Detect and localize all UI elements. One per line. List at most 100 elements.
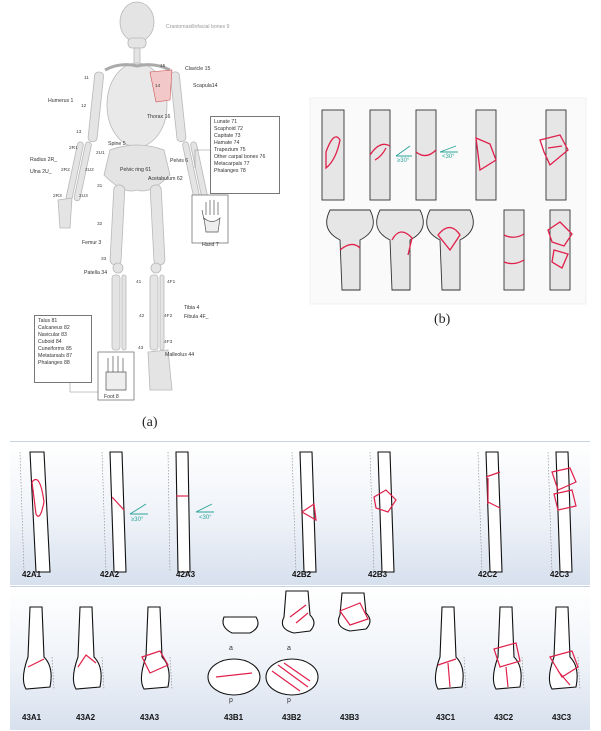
hand-list-item: Phalanges 78 [214,168,246,174]
label-foot: Foot 8 [104,394,119,400]
foot-list-item: Metatarsals 87 [38,353,73,359]
scapula-highlight [149,69,173,103]
code-4F3: 4F3 [164,340,173,345]
skull [119,1,155,43]
code-15: 15 [160,64,166,69]
angle-ge30-label-row: ≥30° [131,517,144,523]
bone-43C2 [492,606,525,690]
code-2R2: 2R2 [61,168,70,173]
label-42C2: 42C2 [478,570,498,579]
bone-42C3 [547,451,577,573]
label-43A1: 43A1 [22,713,42,722]
row-42-panel: .bn { fill:#ffffff; stroke:#111; stroke-… [10,441,590,585]
code-32: 32 [97,222,103,227]
ap-p-2: p [287,697,291,704]
label-ulna: Ulna 2U_ [30,169,52,175]
code-4F1: 4F1 [167,280,176,285]
label-42C3: 42C3 [550,570,570,579]
label-spine: Spine 5 [108,141,126,147]
foot-detail-box [97,351,135,401]
schematic-metaphyseal-complex [426,209,474,291]
angle-lt30-label: <30° [442,154,455,160]
code-31: 31 [97,184,103,189]
code-43: 43 [138,346,144,351]
code-33: 33 [101,257,107,262]
schematic-oblique [321,109,345,201]
schematic-metaphyseal-simple [326,209,374,291]
label-acetabulum: Acetabulum 62 [148,176,183,182]
label-43B2: 43B2 [282,713,302,722]
skeleton-figure [57,1,229,401]
bone-43C1 [434,606,467,690]
schematic-spiral [369,109,391,201]
label-43C3: 43C3 [552,713,572,722]
schematic-wedge [475,109,497,201]
ap-a-1: a [229,645,233,652]
schematic-figure: .sb { fill:#e6e6e6; stroke:#333; stroke-… [309,97,587,305]
hand-list-item: Lunate 71 [214,119,238,125]
row-42-figure: .bn { fill:#ffffff; stroke:#111; stroke-… [19,451,577,573]
label-patella: Patella 34 [84,270,108,276]
label-scapula: Scapula14 [193,83,218,89]
hand-list-item: Other carpal bones 76 [214,154,266,160]
bone-43B-lateral [222,590,371,634]
label-radius: Radius 2R_ [30,157,58,163]
label-43A3: 43A3 [140,713,160,722]
foot-list-item: Calcaneus 82 [38,325,70,331]
label-43B1: 43B1 [224,713,244,722]
bone-43A1 [22,606,55,690]
label-43C1: 43C1 [436,713,456,722]
schematic-segmental [503,209,525,291]
schematic-metaphyseal-wedge [376,209,424,291]
label-tibia: Tibia 4 [184,305,200,311]
label-femur: Femur 3 [82,240,102,246]
bone-42B2 [291,451,317,573]
label-humerus: Humerus 1 [48,98,74,104]
label-malleolus: Malleolus 44 [165,352,195,358]
bone-43A2 [72,606,105,690]
code-4F2: 4F2 [164,314,173,319]
bone-42A3 [167,451,214,573]
label-thorax: Thorax 16 [147,114,171,120]
label-clavicle: Clavicle 15 [185,66,211,72]
bone-42C2 [477,451,503,573]
hand-list-item: Capitate 73 [214,133,241,139]
label-42A3: 42A3 [176,570,196,579]
foot-detail-bones [105,356,127,391]
hand-list-item: Hamate 74 [214,140,240,146]
skeleton-panel: Craniomaxillofacial bones 9 Clavicle 15 … [0,0,300,440]
foot-bones-list: Talus 81 Calcaneus 82 Navicular 83 Cuboi… [34,315,92,383]
schematic-comminuted [547,209,573,291]
code-2R1: 2R1 [69,146,78,151]
foot-list-item: Navicular 83 [38,332,67,338]
code-12: 12 [81,104,87,109]
foot-list-item: Cuboid 84 [38,339,62,345]
label-pelvic-ring: Pelvic ring 61 [120,167,152,173]
row-43-figure: .bn2 { fill:#ffffff; stroke:#111; stroke… [22,590,581,696]
code-2U2: 2U2 [85,168,94,173]
schematic-complex [539,109,569,201]
code-2R3: 2R3 [53,194,62,199]
code-42: 42 [139,314,145,319]
hand-detail-bones [201,200,221,233]
label-43A2: 43A2 [76,713,96,722]
label-43B3: 43B3 [340,713,360,722]
hand-list-item: Trapezium 75 [214,147,246,153]
label-42B2: 42B2 [292,570,312,579]
code-11: 11 [84,76,89,81]
label-42A2: 42A2 [100,570,120,579]
schematic-transverse [415,109,437,201]
bone-42B3 [369,451,397,573]
bone-42A2 [101,451,148,573]
bone-43B-axial [207,658,319,696]
label-42A1: 42A1 [22,570,42,579]
caption-a: (a) [142,415,158,430]
row-43-panel: .bn2 { fill:#ffffff; stroke:#111; stroke… [10,586,590,730]
label-43C2: 43C2 [494,713,514,722]
label-hand: Hand 7 [202,242,219,248]
angle-lt30-glyph [439,145,458,153]
foot-list-item: Talus 81 [38,318,58,324]
bone-42A1 [19,451,51,573]
foot-list-item: Cuneiforms 85 [38,346,72,352]
code-13: 13 [76,130,82,135]
